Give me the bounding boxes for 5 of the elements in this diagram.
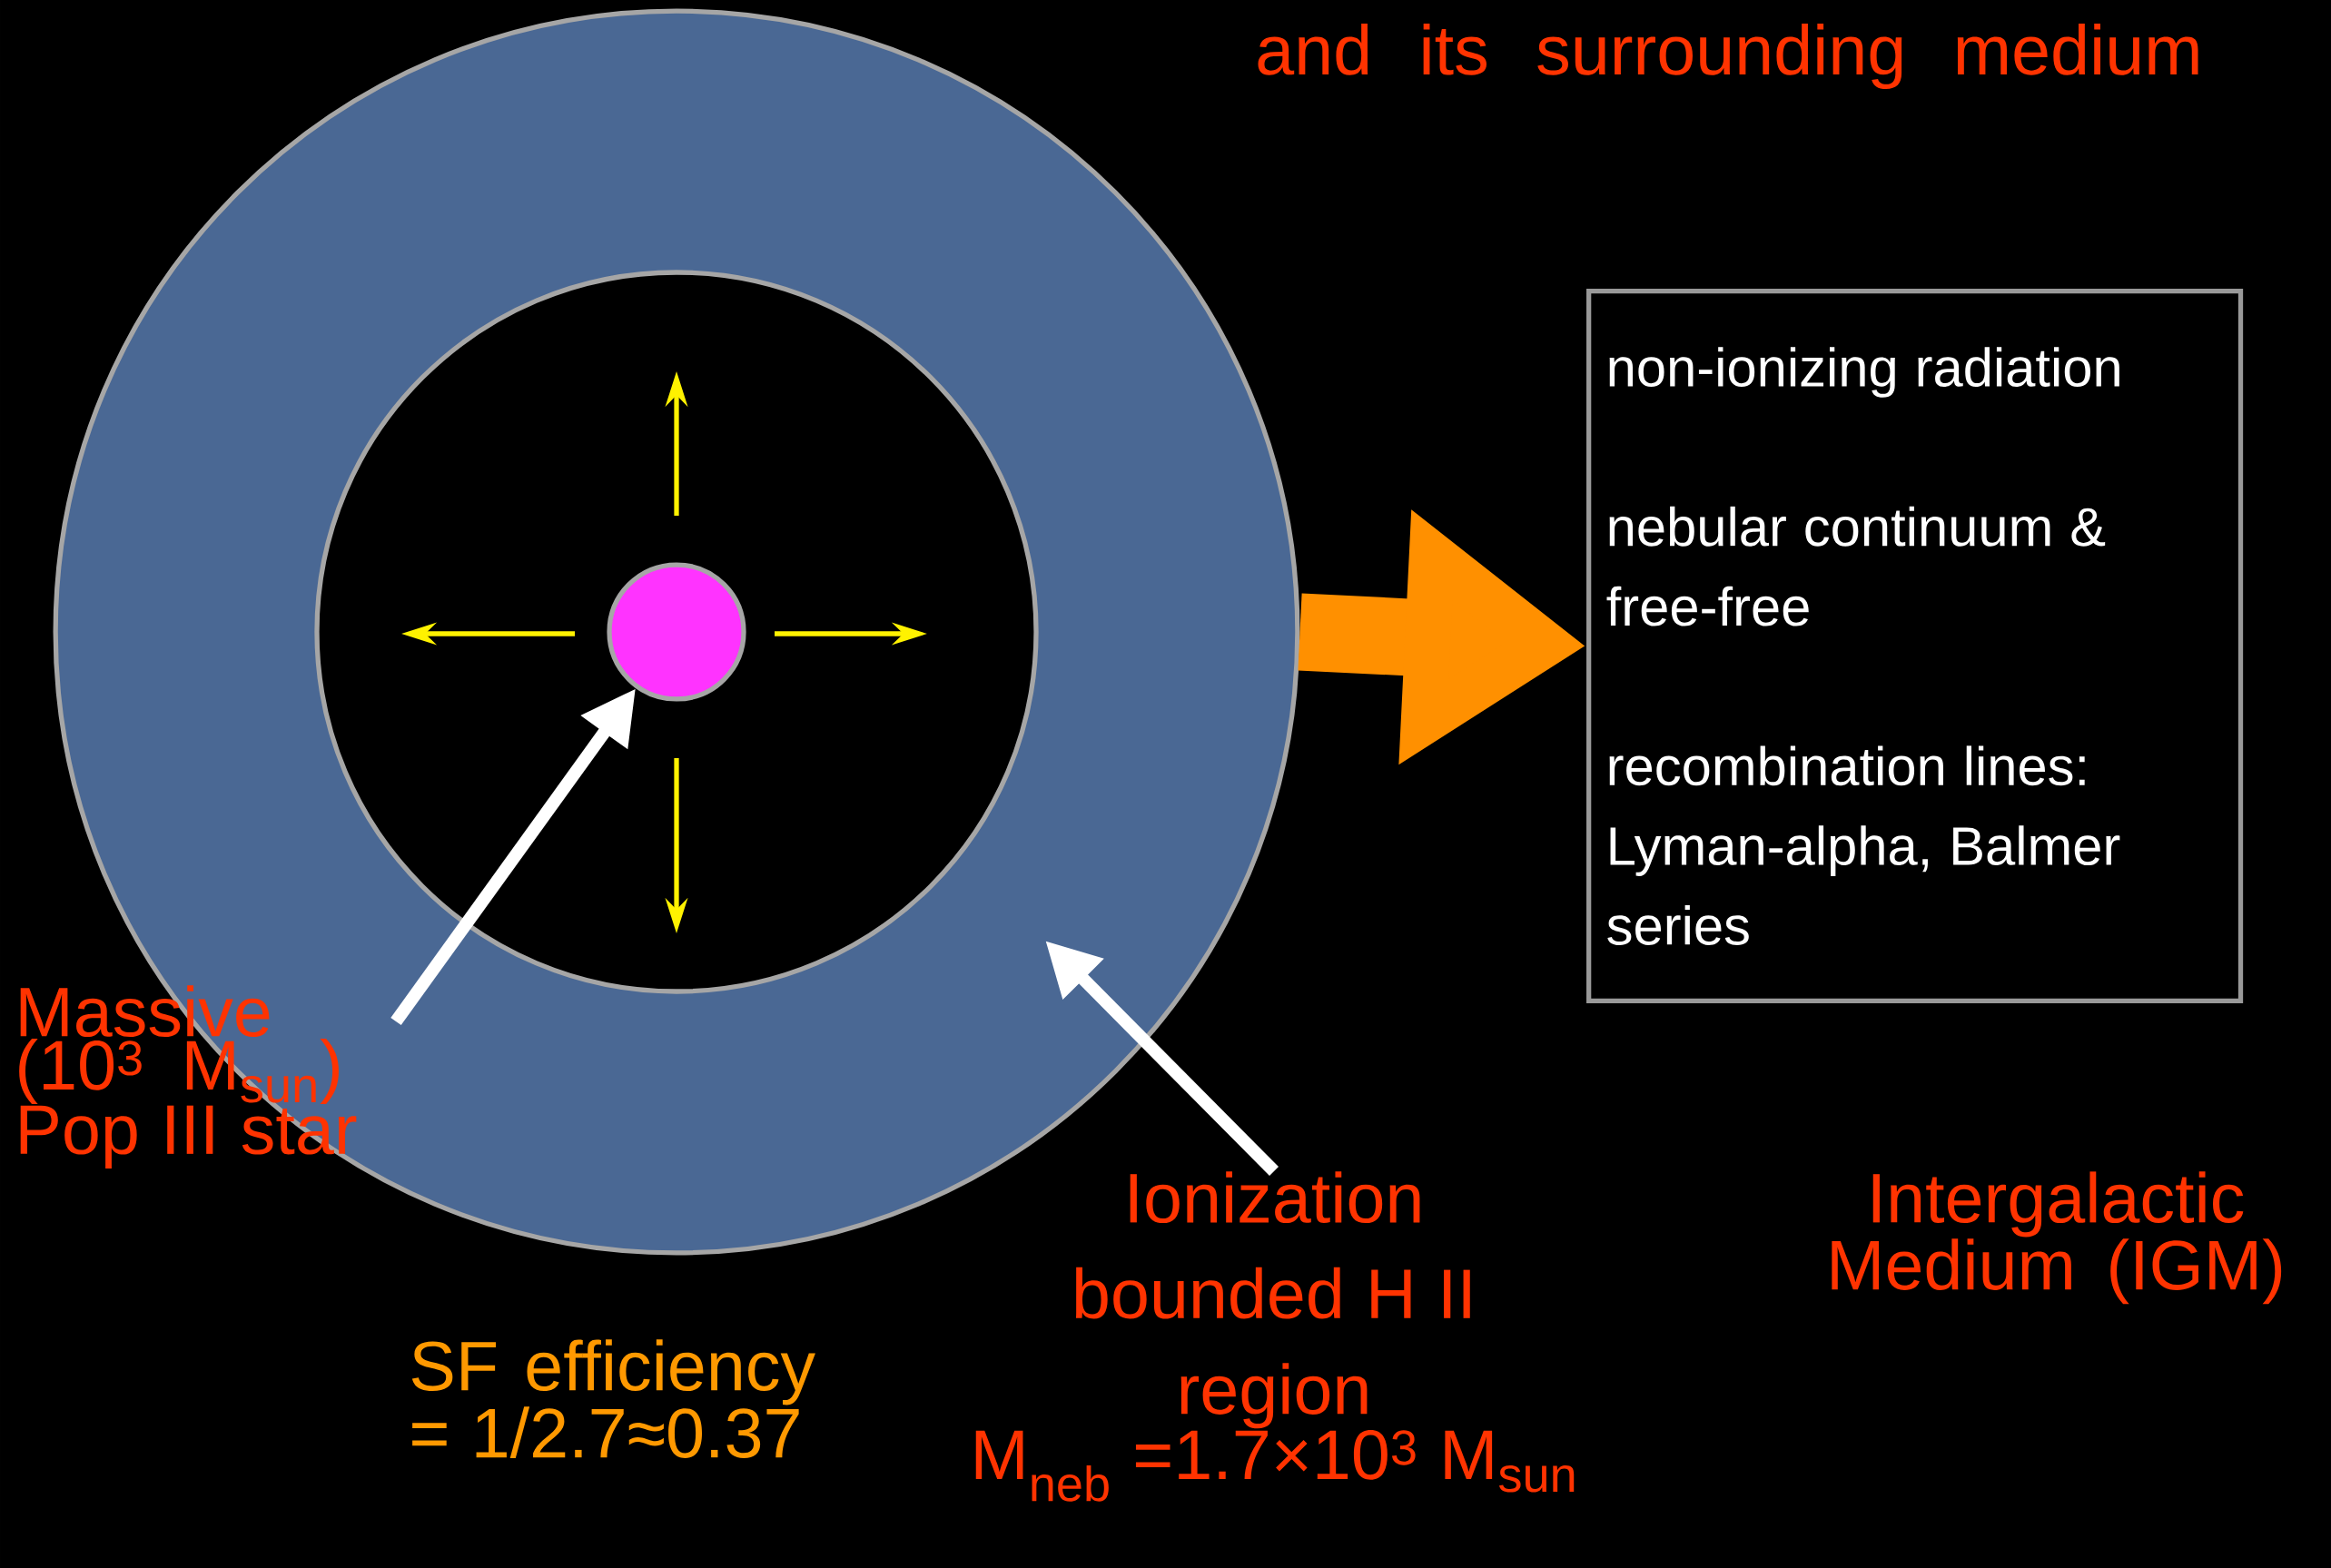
- medium-label: Intergalactic Medium (IGM): [1832, 1171, 2282, 1305]
- efficiency-note: SF efficiency = 1/2.7≈0.37: [411, 1339, 815, 1458]
- region-label: Ionization bounded H II region M$_{neb}$ =1.7×10$^{3}$ M$_{sun}$: [975, 1171, 1575, 1502]
- text-box: non-ionizing radiation nebular continuum & free-free recombination lines: Lyman-alpha, Balmer series: [1586, 289, 2244, 1004]
- heading: and its surrounding medium: [1258, 23, 2198, 89]
